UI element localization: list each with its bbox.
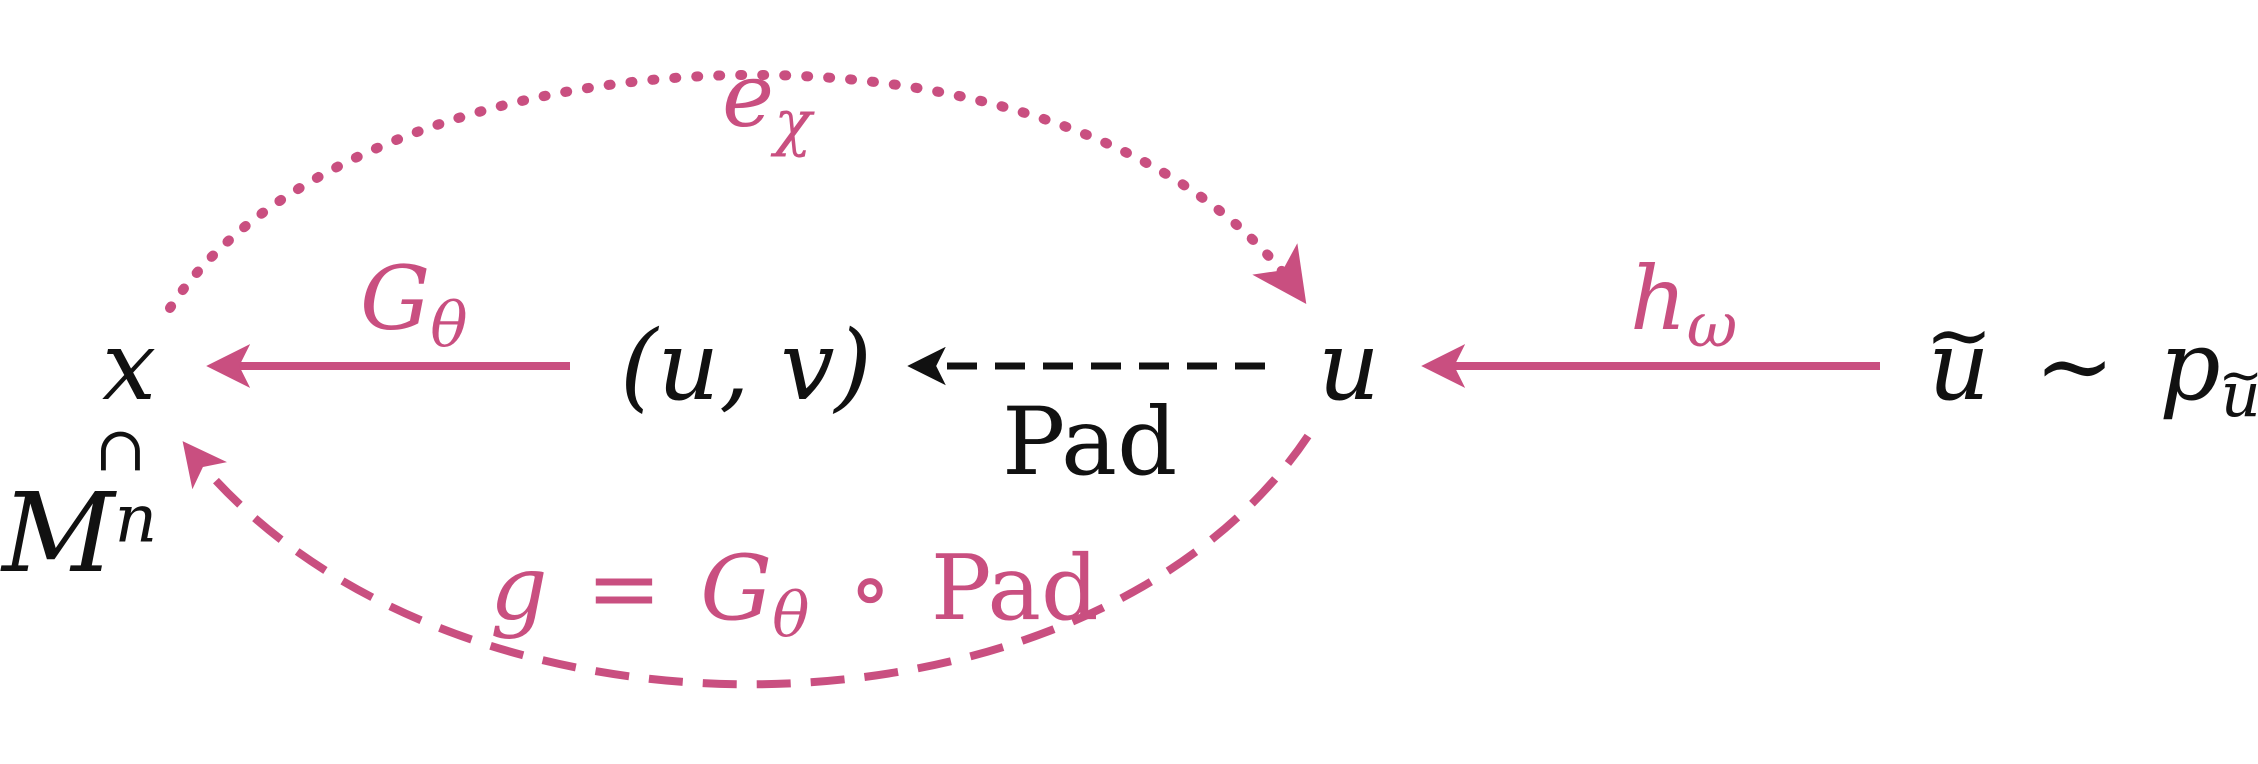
g-composition-g-subscript: θ [772,578,810,652]
node-u: u [1318,318,1380,414]
pad-label: Pad [1002,396,1177,490]
g-composition-compose: ∘ [848,536,893,641]
node-x: x [102,318,156,414]
pad-label-text: Pad [1002,388,1178,497]
node-uv-label: (u, v) [620,310,872,422]
sim-symbol: ∼ [2034,310,2115,422]
g-composition-rhs: Pad [930,536,1099,641]
node-u-label: u [1318,310,1380,422]
node-u-tilde-label: u [1928,318,1990,414]
distribution-p-subscript: u [2221,364,2258,426]
e-chi-base: e [722,44,775,147]
node-x-label: x [102,310,157,422]
manifold-superscript: n [114,480,158,558]
node-uv: (u, v) [620,318,872,414]
g-theta-base: G [360,247,431,350]
distribution-p-label: p [2159,310,2221,422]
g-theta-label: Gθ [360,255,468,356]
g-composition-label: g = Gθ ∘ Pad [490,544,1099,646]
e-chi-arrow [165,70,1307,313]
g-composition-lhs: g [490,536,548,641]
g-composition-equals: = [586,536,662,641]
h-omega-label: hω [1630,255,1737,356]
g-composition-g-base: G [700,536,773,641]
h-omega-base: h [1630,247,1687,350]
manifold-label: M [2,469,115,597]
node-u-tilde-dist: u ∼ pu [1928,318,2258,426]
h-omega-subscript: ω [1686,288,1738,362]
e-chi-subscript: χ [774,85,812,159]
g-theta-subscript: θ [430,288,468,362]
manifold-node: Mn [2,478,157,588]
e-chi-label: eχ [722,52,812,153]
g-composition-arrow [182,433,1312,689]
